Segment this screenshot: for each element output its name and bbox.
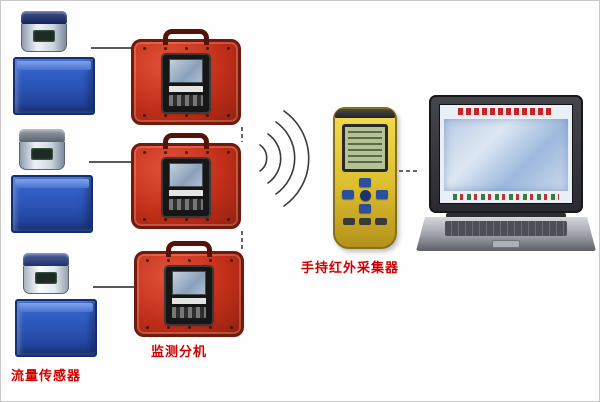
handheld-keypad bbox=[341, 178, 389, 213]
tank-rim bbox=[15, 179, 89, 188]
software-title-text bbox=[458, 108, 554, 115]
laptop bbox=[416, 95, 596, 255]
flow-sensor-unit-1 bbox=[13, 11, 101, 121]
panel-label-strip bbox=[172, 298, 206, 304]
meter-display bbox=[33, 30, 55, 42]
handheld-collector-label: 手持红外采集器 bbox=[301, 261, 400, 276]
laptop-touchpad bbox=[491, 240, 521, 248]
keypad-spacer bbox=[342, 178, 354, 187]
flow-sensor-unit-3 bbox=[15, 253, 103, 363]
meter-display bbox=[35, 272, 57, 284]
software-content-area bbox=[444, 119, 568, 191]
panel-display bbox=[172, 271, 206, 295]
case-handle bbox=[163, 133, 209, 149]
panel-display bbox=[169, 163, 203, 187]
meter-cap bbox=[23, 253, 69, 266]
key-up bbox=[359, 178, 371, 187]
flow-sensor-unit-2 bbox=[11, 129, 99, 239]
key-left bbox=[342, 190, 354, 199]
panel-keypad bbox=[169, 199, 203, 210]
panel-display bbox=[169, 59, 203, 83]
meter-cap bbox=[19, 129, 65, 142]
water-tank-3 bbox=[15, 299, 97, 357]
monitor-case-2 bbox=[131, 133, 241, 229]
water-tank-1 bbox=[13, 57, 95, 115]
monitor-case-3 bbox=[134, 241, 244, 337]
laptop-display bbox=[439, 104, 573, 204]
water-tank-2 bbox=[11, 175, 93, 233]
keypad-spacer bbox=[376, 178, 388, 187]
keypad-spacer bbox=[376, 204, 388, 213]
case-handle bbox=[163, 29, 209, 45]
handheld-lcd bbox=[342, 124, 388, 172]
tank-rim bbox=[19, 303, 93, 312]
case-panel bbox=[163, 159, 209, 216]
panel-label-strip bbox=[169, 86, 203, 92]
flow-meter-1 bbox=[21, 11, 67, 53]
flow-meter-3 bbox=[23, 253, 69, 295]
flow-meter-2 bbox=[19, 129, 65, 171]
case-panel bbox=[166, 267, 212, 324]
function-key bbox=[375, 218, 387, 225]
handheld-function-keys bbox=[343, 218, 387, 225]
key-ok bbox=[359, 190, 371, 201]
monitor-case-1 bbox=[131, 29, 241, 125]
wireless-signal-icon bbox=[259, 110, 310, 207]
keypad-spacer bbox=[342, 204, 354, 213]
laptop-screen-bezel bbox=[429, 95, 583, 213]
laptop-base bbox=[416, 217, 596, 251]
meter-display bbox=[31, 148, 53, 160]
handheld-collector bbox=[333, 107, 397, 249]
lcd-text-lines bbox=[348, 131, 382, 165]
function-key bbox=[359, 218, 371, 225]
meter-body bbox=[23, 266, 69, 294]
software-status-text bbox=[453, 194, 559, 200]
meter-body bbox=[19, 142, 65, 170]
meter-body bbox=[21, 24, 67, 52]
case-handle bbox=[166, 241, 212, 257]
tank-rim bbox=[17, 61, 91, 70]
panel-keypad bbox=[169, 95, 203, 106]
key-right bbox=[376, 190, 388, 199]
function-key bbox=[343, 218, 355, 225]
monitor-unit-label: 监测分机 bbox=[151, 345, 208, 360]
case-panel bbox=[163, 55, 209, 112]
panel-keypad bbox=[172, 307, 206, 318]
laptop-keyboard bbox=[444, 221, 568, 236]
meter-cap bbox=[21, 11, 67, 24]
panel-label-strip bbox=[169, 190, 203, 196]
handheld-ir-port bbox=[335, 109, 395, 118]
laptop-hinge bbox=[446, 213, 566, 218]
key-down bbox=[359, 204, 371, 213]
flow-sensor-label: 流量传感器 bbox=[11, 369, 82, 384]
